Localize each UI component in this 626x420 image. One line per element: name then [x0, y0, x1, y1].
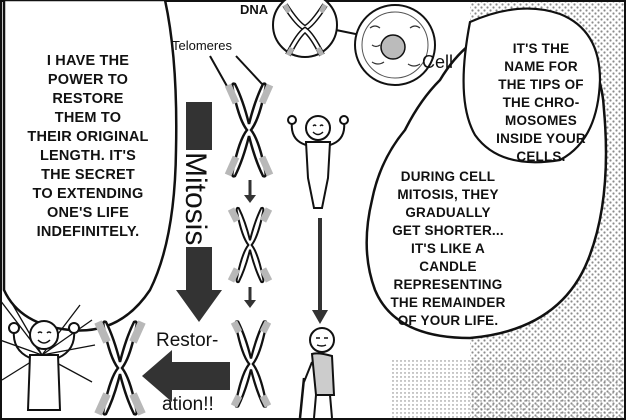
old-person: [298, 327, 336, 419]
left-bubble-line: POWER TO: [47, 72, 129, 88]
right-top-line: CELLS.: [516, 149, 566, 164]
restoration-arrow: [142, 350, 230, 402]
chromosome-restored: [94, 319, 146, 417]
strong-person-right: [287, 115, 349, 209]
left-bubble-line: RESTORE: [52, 91, 124, 107]
arrow-down-2-head: [244, 300, 256, 308]
right-top-line: NAME FOR: [504, 59, 578, 74]
chromosome-middle: [227, 206, 273, 284]
dna-label: DNA: [240, 2, 269, 17]
cell-illustration: [354, 4, 436, 86]
right-bottom-line: DURING CELL: [400, 169, 496, 184]
left-bubble-line: THEM TO: [54, 110, 122, 126]
chromosome-top: [224, 81, 274, 179]
cell-label: Cell: [422, 52, 454, 72]
left-bubble-line: THE SECRET: [41, 167, 135, 183]
restoration-label-bottom: ation!!: [162, 394, 214, 415]
right-top-line: IT'S THE: [512, 41, 570, 56]
arrow-down-1-head: [244, 195, 256, 203]
aging-arrow-head: [312, 310, 328, 324]
right-top-line: THE TIPS OF: [498, 77, 584, 92]
strong-person-left: [8, 320, 80, 411]
right-bottom-line: OF YOUR LIFE.: [397, 313, 499, 328]
left-bubble-text: I HAVE THE POWER TO RESTORE THEM TO THEI…: [8, 52, 168, 242]
screentone-bottom: [390, 360, 626, 420]
right-bottom-line: CANDLE: [419, 259, 477, 274]
left-bubble-line: THEIR ORIGINAL: [27, 129, 149, 145]
right-bottom-line: THE REMAINDER: [390, 295, 506, 310]
telomere-pointer-right: [235, 55, 263, 85]
telomere-pointer-left: [209, 55, 229, 89]
dna-illustration: [272, 0, 338, 58]
left-bubble-line: I HAVE THE: [46, 53, 130, 69]
left-bubble-line: LENGTH. IT'S: [39, 148, 137, 164]
right-bubble-top: [462, 7, 602, 164]
left-bubble-line: ONE'S LIFE: [47, 205, 129, 221]
restoration-label-top: Restor-: [156, 330, 219, 351]
right-bottom-line: IT'S LIKE A: [411, 241, 485, 256]
right-top-line: MOSOMES: [505, 113, 577, 128]
left-bubble-line: INDEFINITELY.: [36, 224, 140, 240]
left-bubble-line: TO EXTENDING: [32, 186, 144, 202]
right-top-line: THE CHRO-: [502, 95, 580, 110]
right-bottom-bubble-text: DURING CELL MITOSIS, THEY GRADUALLY GET …: [378, 168, 518, 330]
right-bottom-line: GET SHORTER...: [392, 223, 504, 238]
right-bottom-line: REPRESENTING: [393, 277, 503, 292]
telomeres-label: Telomeres: [172, 38, 232, 53]
chromosome-bottom: [230, 319, 272, 409]
right-bottom-line: MITOSIS, THEY: [397, 187, 499, 202]
right-bottom-line: GRADUALLY: [405, 205, 491, 220]
right-top-line: INSIDE YOUR: [496, 131, 586, 146]
mitosis-label: Mitosis: [178, 150, 212, 248]
right-top-bubble-text: IT'S THE NAME FOR THE TIPS OF THE CHRO- …: [485, 40, 597, 166]
